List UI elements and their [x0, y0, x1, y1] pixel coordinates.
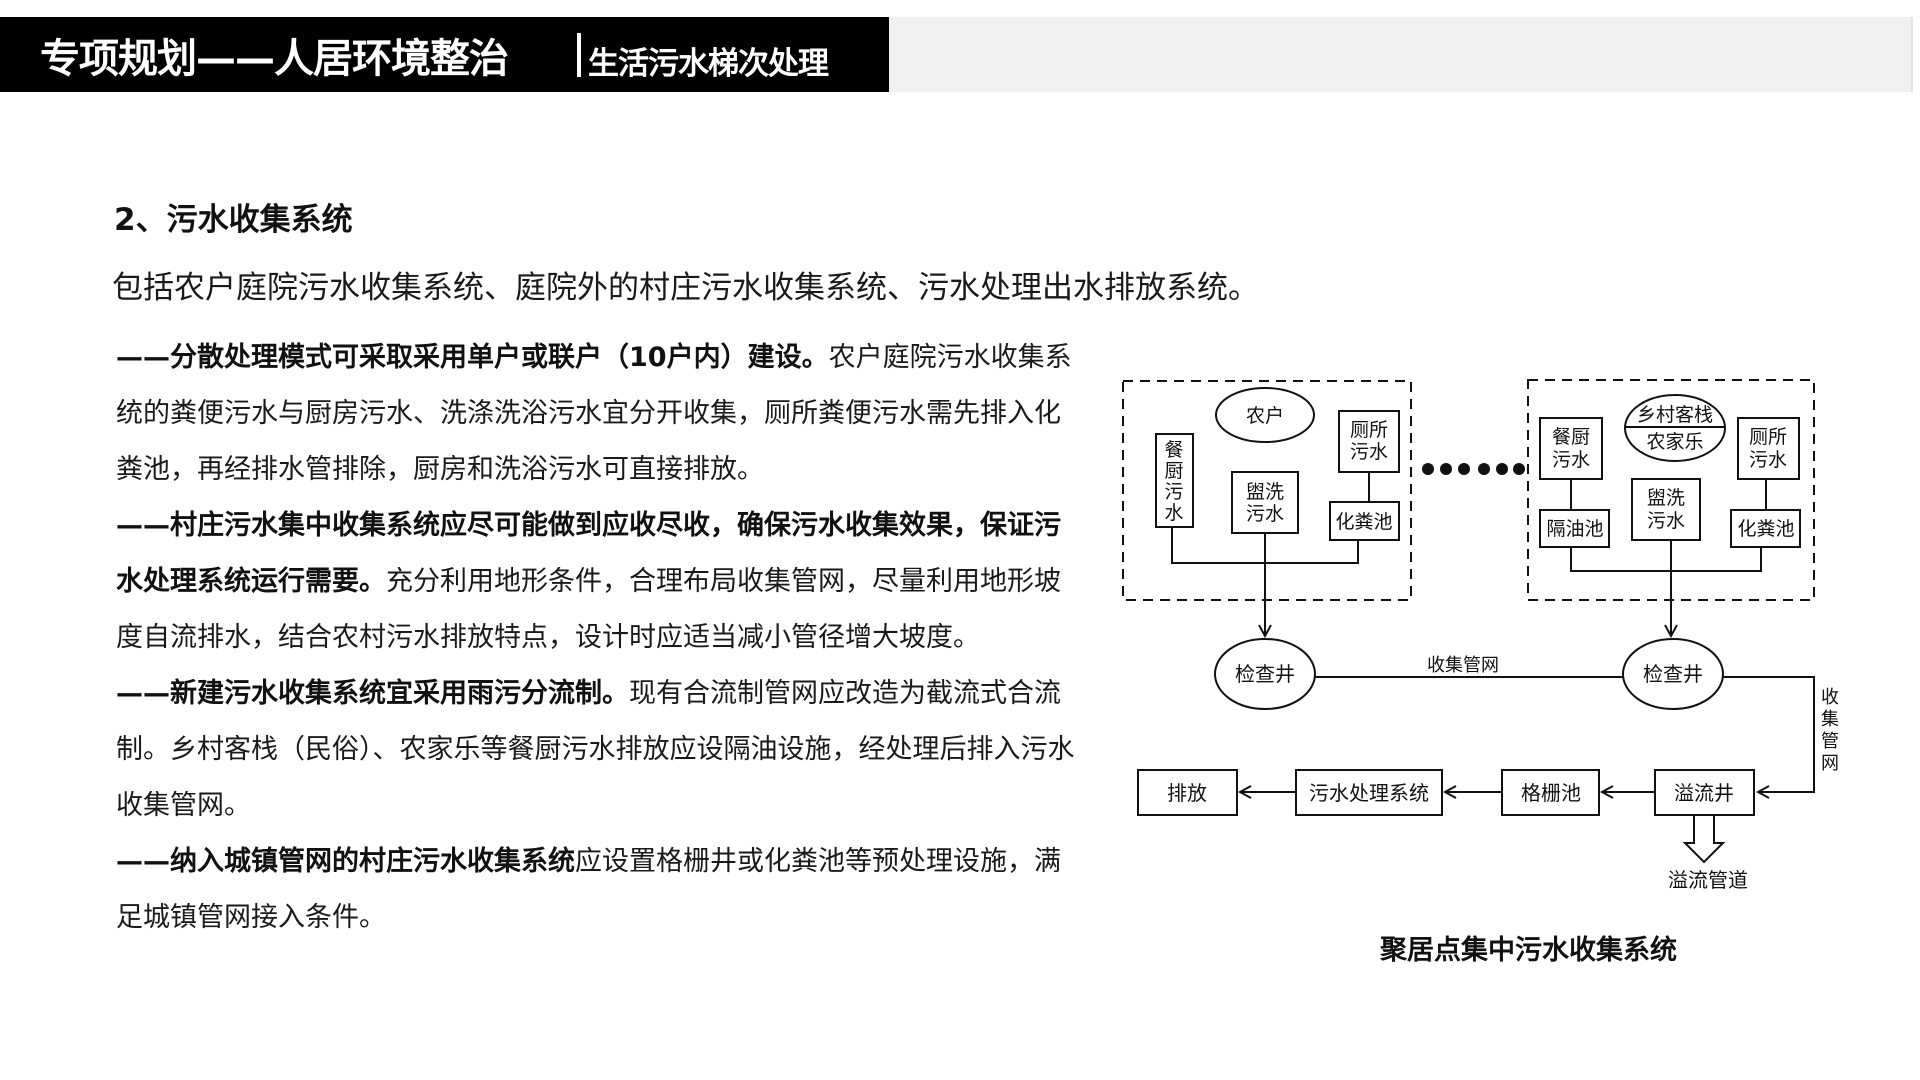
paragraph-1-lead: ——分散处理模式可采取采用单户或联户（10户内）建设。: [116, 342, 829, 373]
paragraph-3-text: 现有合流制管网应改造为截流式合流制。乡村客栈（民俗）、农家乐等餐厨污水排放应设隔…: [116, 678, 1075, 821]
inn-boundary: [1527, 379, 1815, 601]
inn-label-top: 乡村客栈: [1637, 404, 1713, 426]
overflow-well-box: [1654, 769, 1755, 816]
page-title: 专项规划——人居环境整治: [40, 36, 509, 82]
ellipsis-dots: [1422, 463, 1525, 475]
household-kitchen-char: 厨: [1164, 460, 1183, 482]
inn-septic-label: 化粪池: [1737, 518, 1794, 540]
inn-grease-label: 隔油池: [1546, 518, 1603, 540]
overflow-well-label: 溢流井: [1674, 781, 1734, 805]
household-toilet-label: 污水: [1350, 441, 1388, 463]
inn-kitchen-label: 污水: [1552, 449, 1590, 471]
grit-box: [1501, 769, 1600, 816]
paragraph-4-lead: ——纳入城镇管网的村庄污水收集系统: [116, 846, 575, 877]
section-heading: 2、污水收集系统: [114, 202, 353, 238]
inn-label-bottom: 农家乐: [1646, 431, 1703, 453]
pipe-label-vertical: 管: [1821, 731, 1839, 752]
pipe-label-vertical: 集: [1821, 709, 1839, 730]
diagram-caption: 聚居点集中污水收集系统: [1380, 935, 1677, 966]
inn-ellipse: [1624, 394, 1726, 462]
household-boundary: [1122, 380, 1412, 601]
household-label: 农户: [1246, 405, 1284, 427]
paragraph-4-text: 应设置格栅井或化粪池等预处理设施，满足城镇管网接入条件。: [116, 846, 1061, 933]
manhole-left-label: 检查井: [1235, 662, 1295, 686]
grit-label: 格栅池: [1521, 781, 1581, 805]
household-kitchen-char: 污: [1164, 481, 1183, 503]
household-toilet-box: [1338, 410, 1400, 473]
inn-septic-box: [1730, 509, 1801, 548]
inn-kitchen-box: [1539, 417, 1603, 480]
pipe-label-vertical: 收: [1821, 687, 1839, 708]
page-subtitle: 生活污水梯次处理: [588, 46, 829, 82]
paragraph-4: ——纳入城镇管网的村庄污水收集系统应设置格栅井或化粪池等预处理设施，满足城镇管网…: [116, 834, 1076, 946]
inn-toilet-label: 污水: [1749, 449, 1787, 471]
overflow-arrow: [1682, 815, 1726, 864]
household-wash-label: 污水: [1246, 503, 1284, 525]
treatment-label: 污水处理系统: [1309, 781, 1429, 805]
inn-wash-label: 污水: [1647, 510, 1685, 532]
discharge-label: 排放: [1167, 781, 1207, 805]
inn-kitchen-label: 餐厨: [1552, 426, 1590, 448]
household-ellipse: [1215, 387, 1315, 443]
paragraph-3: ——新建污水收集系统宜采用雨污分流制。现有合流制管网应改造为截流式合流制。乡村客…: [116, 666, 1076, 834]
household-kitchen-char: 水: [1164, 502, 1183, 524]
manhole-left: [1214, 638, 1316, 710]
household-wash-box: [1231, 471, 1299, 534]
manhole-right-label: 检查井: [1643, 662, 1703, 686]
household-septic-box: [1329, 501, 1400, 541]
manhole-right: [1622, 638, 1724, 710]
inn-wash-label: 盥洗: [1647, 487, 1685, 509]
paragraph-2-lead: ——村庄污水集中收集系统应尽可能做到应收尽收，确保污水收集效果，保证污水处理系统…: [116, 510, 1061, 597]
household-kitchen-box: [1155, 433, 1194, 528]
paragraph-1: ——分散处理模式可采取采用单户或联户（10户内）建设。农户庭院污水收集系统的粪便…: [116, 330, 1076, 498]
inn-toilet-label: 厕所: [1749, 426, 1787, 448]
paragraph-1-text: 农户庭院污水收集系统的粪便污水与厨房污水、洗涤洗浴污水宜分开收集，厕所粪便污水需…: [116, 342, 1072, 485]
inn-toilet-box: [1737, 417, 1800, 480]
household-septic-label: 化粪池: [1335, 511, 1392, 533]
household-wash-label: 盥洗: [1246, 481, 1284, 503]
paragraph-2: ——村庄污水集中收集系统应尽可能做到应收尽收，确保污水收集效果，保证污水处理系统…: [116, 498, 1076, 666]
inn-wash-box: [1631, 478, 1701, 541]
inn-grease-box: [1539, 509, 1610, 548]
paragraph-3-lead: ——新建污水收集系统宜采用雨污分流制。: [116, 678, 629, 709]
household-kitchen-char: 餐: [1164, 439, 1183, 461]
overflow-pipe-label: 溢流管道: [1668, 868, 1748, 892]
pipe-label: 收集管网: [1427, 655, 1499, 676]
body-text: ——分散处理模式可采取采用单户或联户（10户内）建设。农户庭院污水收集系统的粪便…: [116, 330, 1076, 946]
treatment-box: [1295, 769, 1443, 816]
header-gray-band: [889, 17, 1913, 92]
paragraph-2-text: 充分利用地形条件，合理布局收集管网，尽量利用地形坡度自流排水，结合农村污水排放特…: [116, 566, 1061, 653]
header-bar: [0, 17, 889, 92]
household-toilet-label: 厕所: [1350, 419, 1388, 441]
pipe-label-vertical: 网: [1821, 753, 1839, 774]
discharge-box: [1137, 769, 1238, 816]
title-separator: [577, 33, 581, 77]
section-intro: 包括农户庭院污水收集系统、庭院外的村庄污水收集系统、污水处理出水排放系统。: [112, 270, 1259, 306]
